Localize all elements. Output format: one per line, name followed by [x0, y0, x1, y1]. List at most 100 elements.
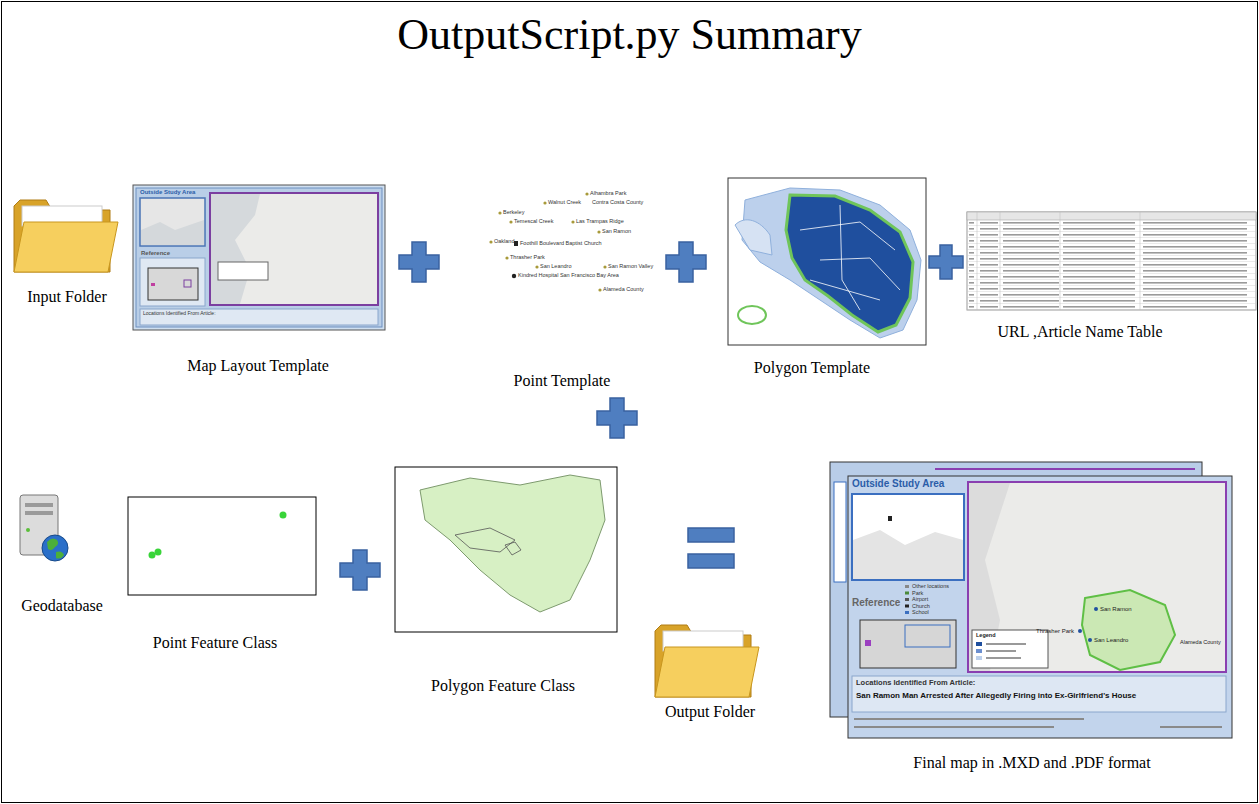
polygon-template: Polygon Template [728, 178, 926, 381]
place-name: Foothill Boulevard Baptist Church [520, 241, 602, 247]
folder-icon [14, 200, 118, 272]
node-caption: Point Template [514, 371, 611, 390]
legend-swatch [976, 649, 982, 653]
point-dot [585, 192, 588, 195]
main-map [210, 193, 378, 305]
point-dot [489, 240, 492, 243]
map-layout-template: Map Layout Template [133, 185, 385, 379]
legend-heading: Legend [976, 633, 996, 639]
point-dot [498, 211, 501, 214]
article-table: URL ,Article Name Table [967, 212, 1256, 345]
point-dot [509, 220, 512, 223]
point-dot [571, 220, 574, 223]
legend-mark [986, 657, 1021, 659]
legend-swatch [976, 642, 982, 646]
map-legend-box [218, 262, 268, 280]
legend-symbol [905, 605, 909, 608]
node-caption: Polygon Feature Class [431, 676, 575, 695]
study-area [1082, 590, 1175, 670]
place-name: San Leandro [540, 264, 572, 270]
place-name: Walnut Creek [548, 200, 581, 206]
server-icon [20, 495, 68, 561]
source-mark [854, 726, 1054, 728]
power-light [26, 528, 30, 532]
legend-symbol [905, 598, 909, 601]
thumbnail-frame [395, 467, 617, 632]
inset-panel [140, 198, 205, 246]
plus-sign [399, 242, 439, 282]
input-folder: Input Folder [10, 198, 122, 310]
reference-map [860, 620, 956, 668]
article-title: San Ramon Man Arrested After Allegedly F… [856, 692, 1136, 700]
node-caption: Point Feature Class [153, 633, 277, 652]
date-mark [1160, 726, 1222, 728]
point-feature-class [128, 497, 316, 595]
map-land [235, 194, 377, 304]
article-heading: Locations Identified From Article: [143, 311, 216, 316]
reference-map [148, 268, 198, 300]
point-dot [543, 201, 546, 204]
node-caption: Geodatabase [21, 596, 103, 615]
folder-front [14, 222, 118, 272]
location-dot [1078, 629, 1082, 633]
place-name: San Ramon Valley [608, 264, 653, 270]
equals-bar [688, 554, 734, 568]
legend-symbol [905, 585, 909, 588]
plus-sign [666, 242, 706, 282]
plus-sign [929, 245, 963, 279]
geodatabase: Geodatabase [12, 493, 122, 619]
panel-heading: Reference [141, 250, 170, 256]
island-outline [738, 306, 766, 324]
legend-item: Other locations [912, 584, 949, 590]
thumbnail-frame [728, 178, 926, 345]
polygon-template [728, 178, 926, 345]
legend-item: Church [912, 604, 930, 610]
polygon-feature-class [395, 467, 617, 632]
church-marker [514, 241, 518, 246]
place-name: San Ramon [1100, 606, 1132, 612]
plus-sign [340, 550, 380, 590]
node-caption: Polygon Template [754, 358, 870, 377]
drive-bay [25, 503, 53, 507]
legend-box [972, 630, 1048, 668]
final-map: Final map in .MXD and .PDF format [828, 458, 1232, 776]
place-name: Contra Costa County [592, 200, 643, 206]
globe [42, 535, 68, 561]
panel-heading: Outside Study Area [140, 189, 195, 195]
map-frame [968, 482, 1226, 672]
thumbnail-frame [128, 497, 316, 595]
place-name: Temescal Creek [514, 219, 553, 225]
location-dot [1094, 607, 1098, 611]
place-name: Oakland [494, 239, 515, 245]
hospital-marker [512, 274, 516, 278]
location-dot [1088, 638, 1092, 642]
article-box [852, 676, 1226, 712]
point-dot [505, 256, 508, 259]
reference-marker [865, 640, 871, 646]
node-caption: Input Folder [27, 287, 107, 306]
main-map [968, 482, 1226, 672]
feature-point [280, 512, 287, 519]
layout-frame [136, 188, 382, 327]
panel-heading: Outside Study Area [852, 479, 944, 489]
legend-mark [986, 643, 1026, 645]
place-name: Thrasher Park [1036, 628, 1074, 634]
inset-water [141, 220, 204, 245]
node-caption: Final map in .MXD and .PDF format [913, 753, 1150, 772]
legend-item: Park [912, 591, 923, 597]
point-dot [598, 288, 601, 291]
node-caption: URL ,Article Name Table [997, 322, 1162, 341]
place-name: Alhambra Park [590, 191, 626, 197]
table-rows [967, 220, 1256, 310]
article-box [140, 309, 378, 325]
region-boundaries [800, 205, 900, 310]
place-name: Alameda County [1180, 640, 1221, 646]
point-feature-class: Point Feature Class [128, 497, 316, 656]
feature-outline [455, 528, 521, 555]
reference-panel [140, 258, 205, 306]
legend-item: School [912, 610, 929, 616]
place-name: San Ramon [602, 229, 631, 235]
